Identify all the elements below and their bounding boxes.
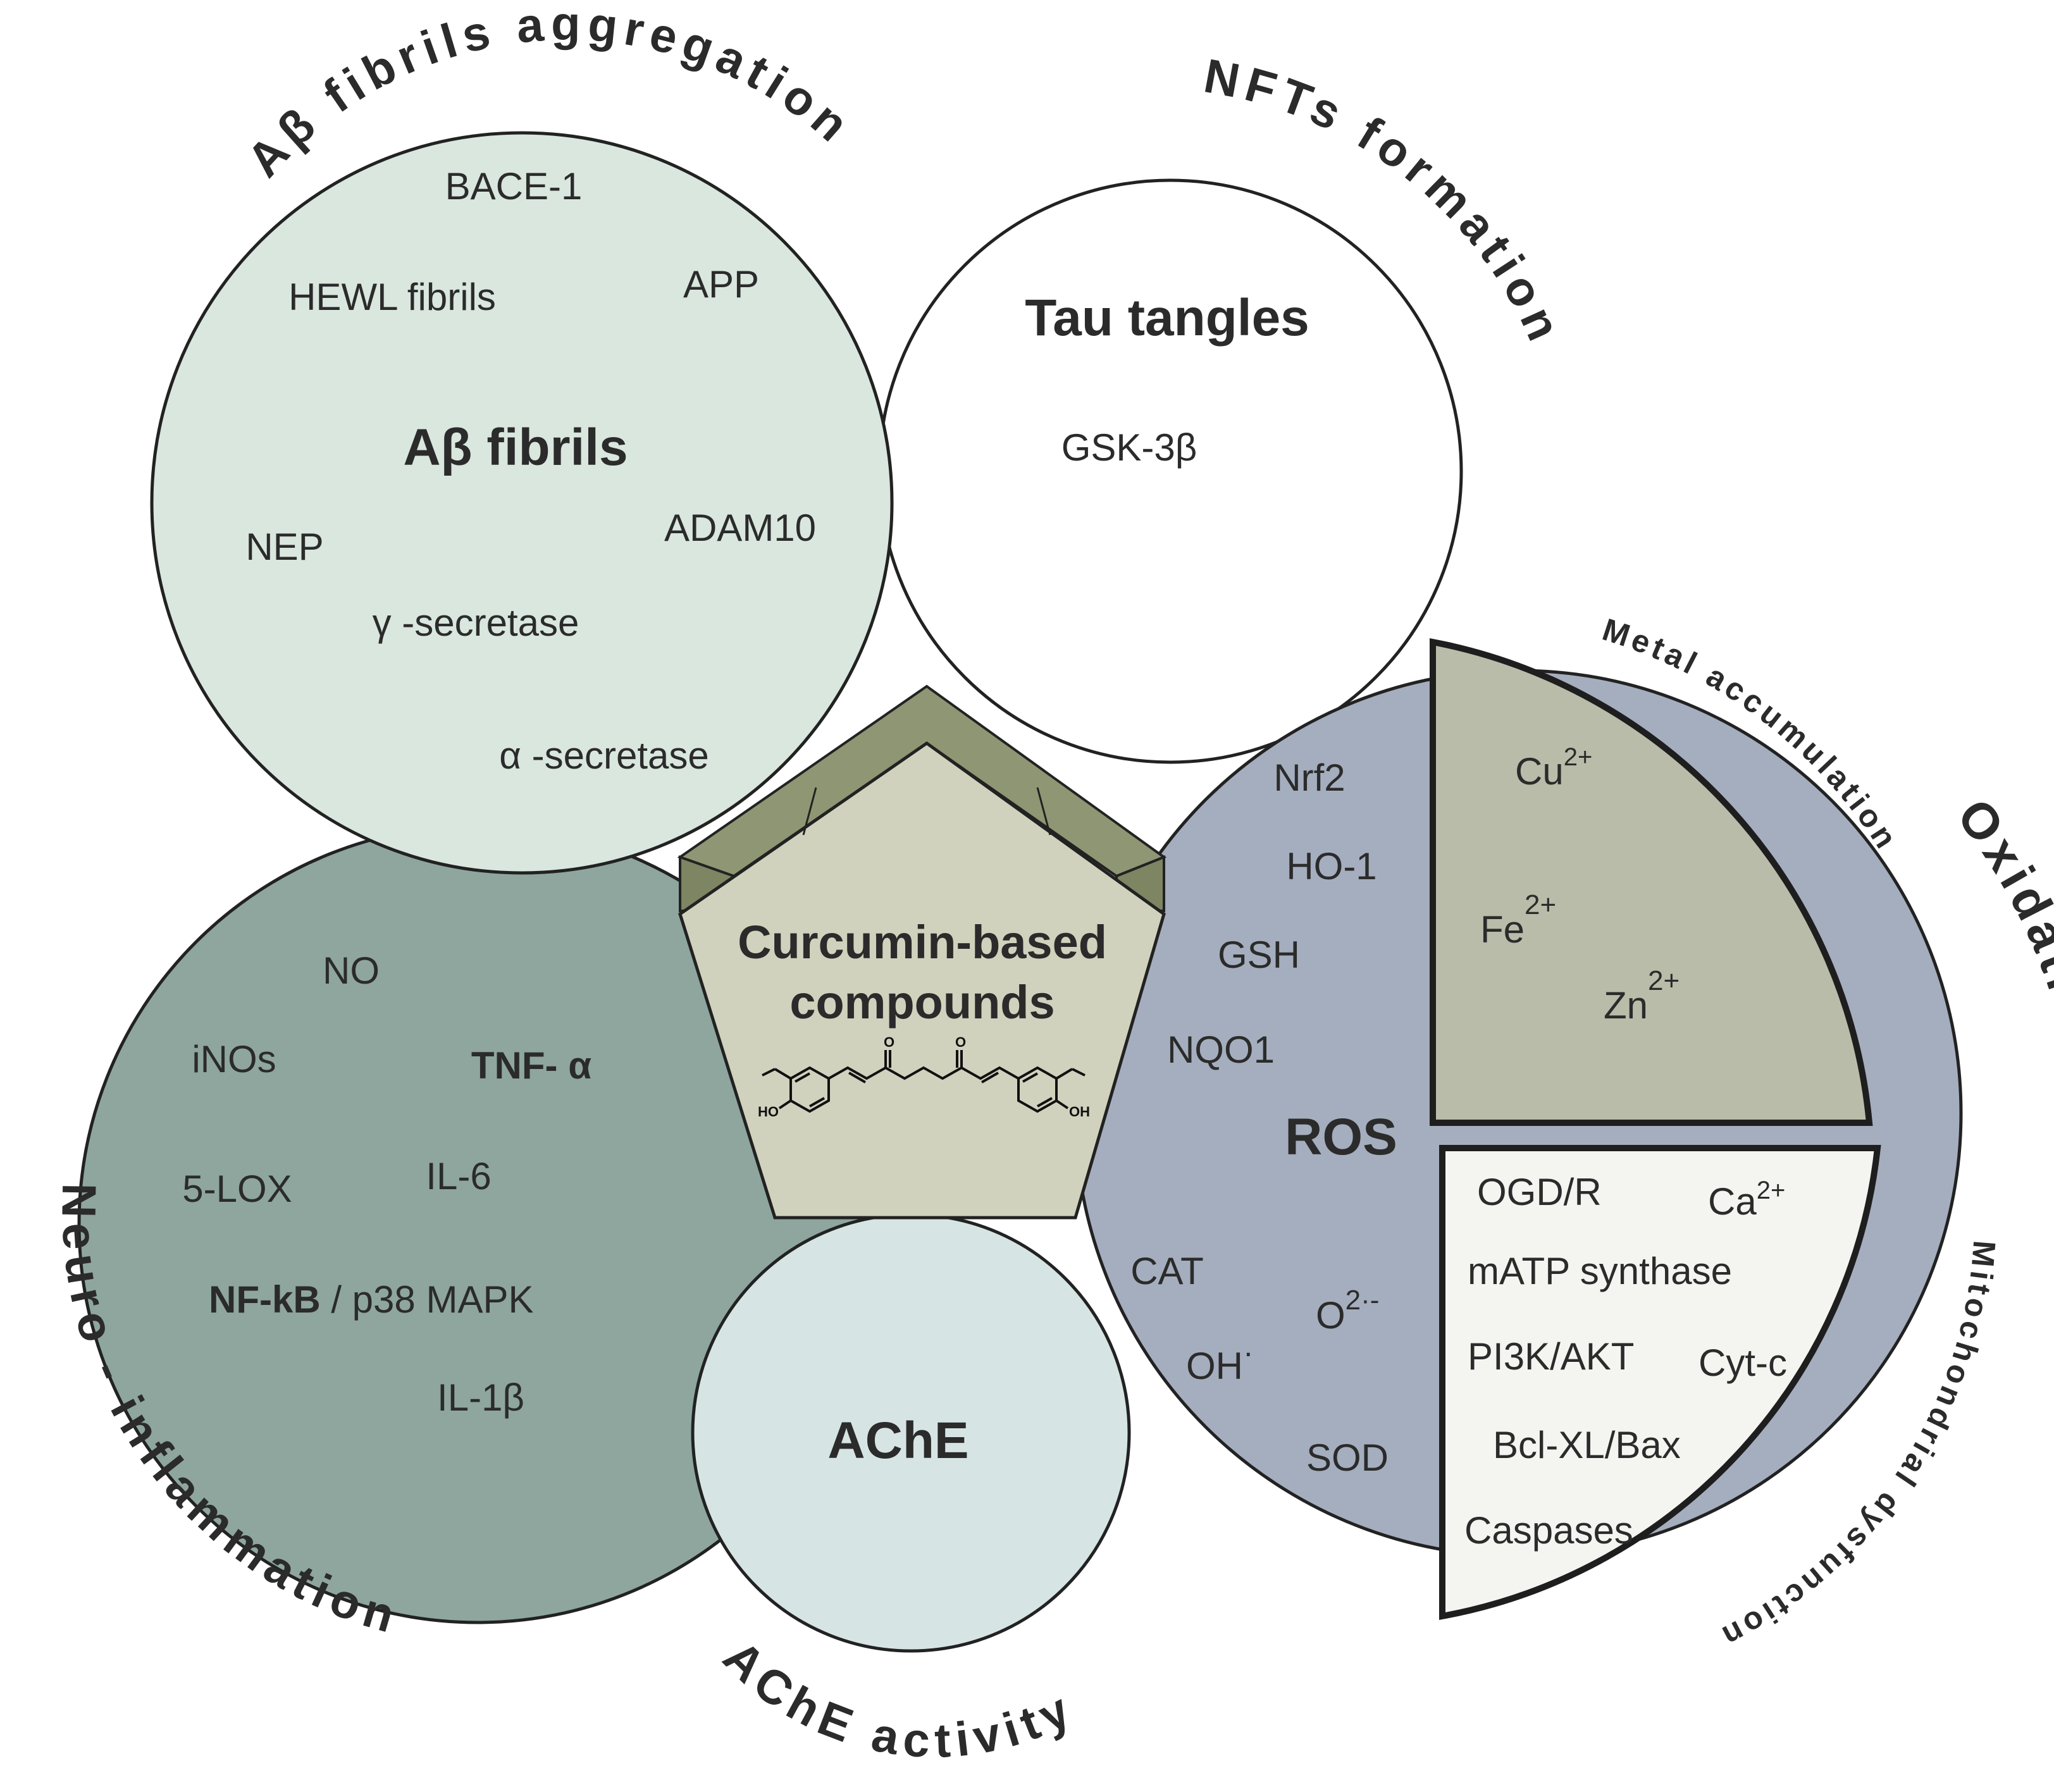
neuro-item-nfkb-line: NF-kB / p38 MAPK — [209, 1278, 534, 1321]
center-title-line2: compounds — [789, 976, 1055, 1029]
abeta-item-nep: NEP — [245, 526, 323, 568]
ros-item-gsh: GSH — [1218, 934, 1300, 976]
pentagon-edge-line-1 — [802, 787, 817, 836]
abeta-item-gamma: γ -secretase — [373, 602, 579, 644]
abeta-item-app: APP — [683, 263, 759, 306]
neuro-item-5lox: 5-LOX — [182, 1168, 292, 1210]
neuro-item-nfkb: NF-kB — [209, 1278, 321, 1321]
ros-item-cat: CAT — [1130, 1250, 1204, 1292]
abeta-item-alpha: α -secretase — [499, 734, 708, 777]
mito-ca: Ca2+ — [1708, 1177, 1785, 1223]
mito-caspases: Caspases — [1464, 1509, 1633, 1552]
ros-item-ho1: HO-1 — [1286, 845, 1377, 887]
neuro-circle: NO iNOs TNF- α 5-LOX IL-6 NF-kB / p38 MA… — [77, 824, 878, 1624]
neuro-item-il6: IL-6 — [426, 1155, 491, 1197]
curcumin-o2: O — [955, 1034, 966, 1050]
curcumin-structure — [762, 1050, 1086, 1113]
ros-labels: Nrf2 HO-1 GSH NQO1 ROS CAT O2·- OH· SOD — [1130, 757, 1397, 1479]
tau-item-gsk3b: GSK-3β — [1061, 426, 1197, 469]
abeta-item-hewl: HEWL fibrils — [288, 276, 496, 318]
neuro-item-no: NO — [323, 949, 380, 992]
metal-box: Cu2+ Fe2+ Zn2+ — [1430, 638, 1873, 1126]
ros-title: ROS — [1285, 1108, 1397, 1166]
metal-zn: Zn2+ — [1604, 965, 1680, 1027]
tau-title: Tau tangles — [1025, 289, 1309, 347]
tau-circle: Tau tangles GSK-3β — [877, 178, 1463, 764]
ache-title: AChE — [827, 1412, 968, 1469]
mito-pi3k: PI3K/AKT — [1468, 1335, 1634, 1378]
ache-circle: AChE — [691, 1213, 1131, 1653]
pentagon-face — [678, 741, 1166, 1220]
neuro-item-inos: iNOs — [192, 1038, 276, 1080]
tau-circle-shape — [877, 178, 1463, 764]
neuro-item-p38: / p38 MAPK — [321, 1278, 534, 1321]
ros-item-nqo1: NQO1 — [1167, 1029, 1275, 1071]
metal-cu: Cu2+ — [1515, 743, 1592, 793]
center-pentagon: Curcumin-based compounds — [677, 684, 1167, 1220]
neuro-item-il1b: IL-1β — [437, 1376, 524, 1419]
mito-ogdr: OGD/R — [1477, 1171, 1602, 1213]
mito-bcl: Bcl-XL/Bax — [1493, 1424, 1681, 1466]
ros-item-superoxide: O2·- — [1316, 1285, 1379, 1337]
neuro-item-tnf: TNF- α — [471, 1044, 591, 1087]
abeta-circle: BACE-1 HEWL fibrils APP Aβ fibrils NEP A… — [150, 131, 894, 875]
curcumin-o1: O — [884, 1034, 894, 1050]
curcumin-ho: HO — [758, 1104, 779, 1120]
mito-cytc: Cyt-c — [1698, 1342, 1787, 1384]
center-title-line1: Curcumin-based — [738, 916, 1107, 968]
arc-label-oxidative: Oxidative stress — [1946, 789, 2054, 1266]
curcumin-oh: OH — [1069, 1104, 1090, 1120]
abeta-title: Aβ fibrils — [403, 419, 628, 476]
pentagon-edge-line-2 — [1036, 787, 1051, 836]
ros-item-nrf2: Nrf2 — [1273, 757, 1345, 799]
mito-box-shape — [1439, 1145, 1881, 1621]
mito-matp: mATP synthase — [1468, 1250, 1732, 1292]
ros-item-oh: OH· — [1186, 1335, 1254, 1387]
metal-box-shape — [1430, 638, 1873, 1126]
mito-box: OGD/R Ca2+ mATP synthase PI3K/AKT Cyt-c … — [1439, 1145, 1881, 1621]
metal-fe: Fe2+ — [1480, 889, 1556, 951]
ros-item-sod: SOD — [1306, 1437, 1389, 1479]
abeta-circle-shape — [150, 131, 894, 875]
abeta-item-bace1: BACE-1 — [445, 165, 583, 207]
abeta-item-adam10: ADAM10 — [664, 507, 816, 549]
